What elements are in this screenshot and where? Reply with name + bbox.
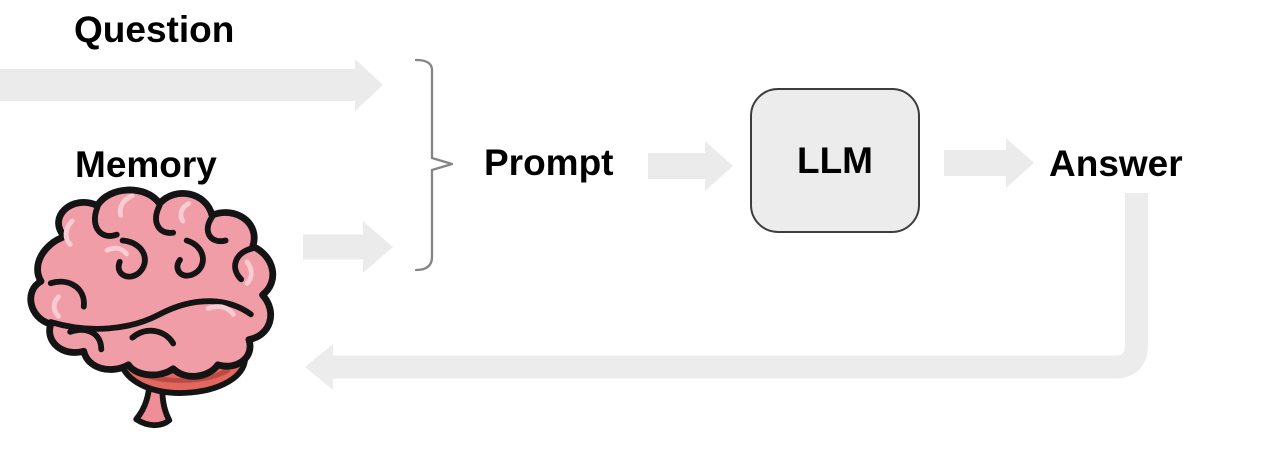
memory-label: Memory: [75, 144, 217, 185]
merge-brace-icon: [414, 58, 454, 272]
llm-node: LLM: [750, 88, 920, 233]
llm-label: LLM: [796, 140, 874, 181]
brain-icon: [27, 186, 277, 429]
memory-to-prompt-arrow-icon: [303, 221, 393, 273]
answer-label: Answer: [1049, 143, 1183, 184]
prompt-label: Prompt: [484, 142, 614, 183]
prompt-to-llm-arrow-icon: [648, 141, 733, 191]
question-label: Question: [74, 9, 235, 50]
question-to-prompt-arrow-icon: [0, 59, 383, 111]
llm-to-answer-arrow-icon: [944, 138, 1034, 188]
feedback-loop-arrow-icon: [305, 193, 1148, 390]
